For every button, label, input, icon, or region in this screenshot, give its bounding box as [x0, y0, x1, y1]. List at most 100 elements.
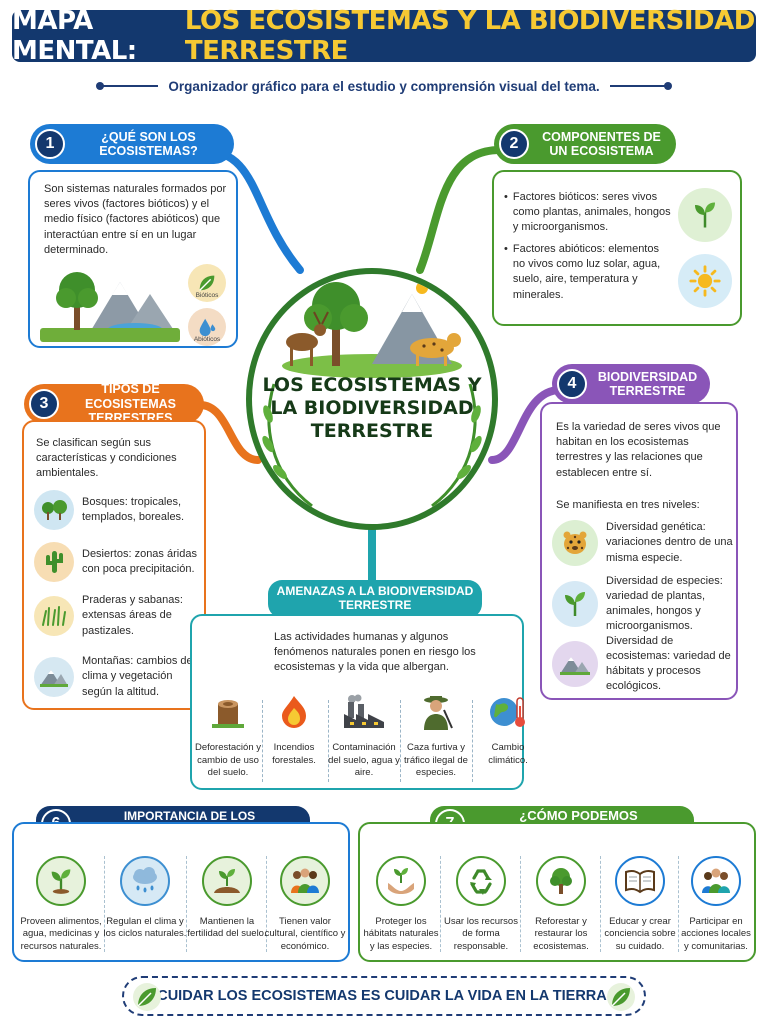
soil-sprout-icon	[202, 856, 252, 906]
ecosystem-type-forest-text: Bosques: tropicales, templados, boreales…	[82, 495, 185, 523]
footer-banner: CUIDAR LOS ECOSISTEMAS ES CUIDAR LA VIDA…	[122, 976, 646, 1016]
importance-divider	[186, 856, 187, 952]
ecosystem-type-mountain: Montañas: cambios de clima y vegetación …	[34, 650, 202, 704]
jaguar-icon	[552, 520, 598, 566]
hands-plant-icon	[376, 856, 426, 906]
sun-icon	[678, 254, 732, 308]
mountain-icon	[34, 657, 74, 697]
section4-intro: Es la variedad de seres vivos que habita…	[556, 421, 721, 479]
threat-divider	[472, 700, 473, 782]
section5-title: AMENAZAS A LA BIODIVERSIDAD TERRESTRE	[276, 584, 474, 612]
main-title-part2: LOS ECOSISTEMAS Y LA BIODIVERSIDAD TERRE…	[184, 6, 755, 66]
threat-poaching-text: Caza furtiva y tráfico ilegal de especie…	[404, 742, 468, 779]
main-title-part1: MAPA MENTAL:	[12, 6, 137, 66]
book-icon	[615, 856, 665, 906]
abiotic-badge-label: Abióticos	[193, 336, 221, 343]
threat-climate-change-text: Cambio climático.	[488, 742, 528, 766]
biodiversity-level-ecosystems-text: Diversidad de ecosistemas: variedad de h…	[606, 634, 731, 693]
threat-deforestation: Deforestación y cambio de uso del suelo.	[192, 694, 264, 779]
conservation-divider	[440, 856, 441, 952]
conserve-resources-text: Usar los recursos de forma responsable.	[444, 916, 518, 952]
section3-header: 3 TIPOS DE ECOSISTEMAS TERRESTRES	[24, 382, 204, 425]
ecosystem-type-desert: Desiertos: zonas áridas con poca precipi…	[34, 540, 202, 584]
threat-poaching: Caza furtiva y tráfico ilegal de especie…	[400, 694, 472, 779]
section2-number: 2	[499, 129, 529, 159]
conservation-divider	[520, 856, 521, 952]
biodiversity-level-species: Diversidad de especies: variedad de plan…	[552, 574, 736, 634]
section2-card: • Factores bióticos: seres vivos como pl…	[492, 170, 742, 326]
leaf-icon	[188, 264, 226, 302]
conserve-reforest: Reforestar y restaurar los ecosistemas.	[520, 856, 602, 953]
bullet-dot: •	[504, 243, 508, 255]
threat-divider	[262, 700, 263, 782]
section2-bullet1: • Factores bióticos: seres vivos como pl…	[504, 190, 674, 236]
section1-title: ¿QUÉ SON LOS ECOSISTEMAS?	[99, 129, 198, 158]
importance-value: Tienen valor cultural, científico y econ…	[262, 856, 348, 953]
importance-climate-text: Regulan el clima y los ciclos naturales.	[103, 916, 187, 940]
conserve-protect-text: Proteger los hábitats naturales y las es…	[363, 916, 439, 952]
section3-intro: Se clasifican según sus características …	[36, 437, 177, 480]
section3-number: 3	[29, 389, 59, 419]
conserve-participate: Participar en acciones locales y comunit…	[678, 856, 754, 953]
biodiversity-level-genetic: Diversidad genética: variaciones dentro …	[552, 518, 736, 568]
section3-card: Se clasifican según sus características …	[22, 420, 206, 710]
subtitle-left-line	[96, 82, 159, 90]
conservation-divider	[678, 856, 679, 952]
threat-deforestation-text: Deforestación y cambio de uso del suelo.	[194, 742, 261, 779]
section4-header: 4 BIODIVERSIDAD TERRESTRE	[552, 364, 710, 404]
section5-intro: Las actividades humanas y algunos fenóme…	[274, 631, 476, 674]
threat-divider	[328, 700, 329, 782]
threat-fires: Incendios forestales.	[258, 694, 330, 767]
section2-header: 2 COMPONENTES DE UN ECOSISTEMA	[494, 124, 676, 164]
main-title-bar: MAPA MENTAL: LOS ECOSISTEMAS Y LA BIODIV…	[12, 6, 756, 66]
conserve-educate-text: Educar y crear conciencia sobre su cuida…	[604, 916, 676, 952]
threat-climate-change: Cambio climático.	[472, 694, 544, 767]
subtitle-text: Organizador gráfico para el estudio y co…	[168, 78, 600, 94]
ecosystem-type-mountain-text: Montañas: cambios de clima y vegetación …	[82, 655, 193, 698]
tree-icon	[536, 856, 586, 906]
sprout-hand-icon	[36, 856, 86, 906]
biotic-badge-label: Bióticos	[195, 292, 219, 299]
leaf-icon	[606, 982, 636, 1012]
conserve-protect: Proteger los hábitats naturales y las es…	[360, 856, 442, 953]
section4-card: Es la variedad de seres vivos que habita…	[540, 402, 738, 700]
fire-icon	[282, 696, 306, 728]
ecosystem-type-grassland: Praderas y sabanas: extensas áreas de pa…	[34, 590, 202, 642]
footer-text: CUIDAR LOS ECOSISTEMAS ES CUIDAR LA VIDA…	[157, 988, 611, 1004]
stump-icon	[212, 700, 244, 728]
ecosystem-type-forest: Bosques: tropicales, templados, boreales…	[34, 488, 202, 532]
subtitle-row: Organizador gráfico para el estudio y co…	[0, 72, 768, 100]
section1-card: Son sistemas naturales formados por sere…	[28, 170, 238, 348]
bullet-dot: •	[504, 191, 508, 203]
conserve-educate: Educar y crear conciencia sobre su cuida…	[600, 856, 680, 953]
hunter-icon	[424, 696, 453, 730]
importance-resources-text: Proveen alimentos, agua, medicinas y rec…	[20, 916, 102, 952]
importance-soil: Mantienen la fertilidad del suelo.	[184, 856, 270, 941]
importance-climate: Regulan el clima y los ciclos naturales.	[102, 856, 188, 941]
conserve-resources: Usar los recursos de forma responsable.	[440, 856, 522, 953]
mountain-landscape-icon	[552, 641, 598, 687]
biodiversity-level-genetic-text: Diversidad genética: variaciones dentro …	[606, 521, 733, 564]
importance-value-text: Tienen valor cultural, científico y econ…	[264, 916, 346, 952]
biodiversity-level-species-text: Diversidad de especies: variedad de plan…	[606, 574, 723, 633]
conserve-reforest-text: Reforestar y restaurar los ecosistemas.	[533, 916, 589, 952]
leaf-icon	[132, 982, 162, 1012]
section1-header: 1 ¿QUÉ SON LOS ECOSISTEMAS?	[30, 124, 234, 164]
factory-icon	[344, 694, 384, 728]
biodiversity-level-ecosystems: Diversidad de ecosistemas: variedad de h…	[552, 635, 736, 692]
sprout-icon	[678, 188, 732, 242]
threat-fires-text: Incendios forestales.	[272, 742, 316, 766]
section2-bullet2-text: Factores abióticos: elementos no vivos c…	[512, 243, 661, 301]
section2-bullet1-text: Factores bióticos: seres vivos como plan…	[512, 191, 671, 234]
section2-bullet2: • Factores abióticos: elementos no vivos…	[504, 242, 674, 303]
central-topic: LOS ECOSISTEMAS Y LA BIODIVERSIDAD TERRE…	[246, 268, 498, 530]
people-icon	[280, 856, 330, 906]
central-illustration	[262, 282, 482, 508]
ecosystem-type-desert-text: Desiertos: zonas áridas con poca precipi…	[82, 547, 197, 575]
plant-globe-icon	[552, 581, 598, 627]
section5-header: AMENAZAS A LA BIODIVERSIDAD TERRESTRE	[268, 580, 482, 618]
section1-number: 1	[35, 129, 65, 159]
threat-divider	[400, 700, 401, 782]
importance-divider	[104, 856, 105, 952]
conservation-divider	[600, 856, 601, 952]
